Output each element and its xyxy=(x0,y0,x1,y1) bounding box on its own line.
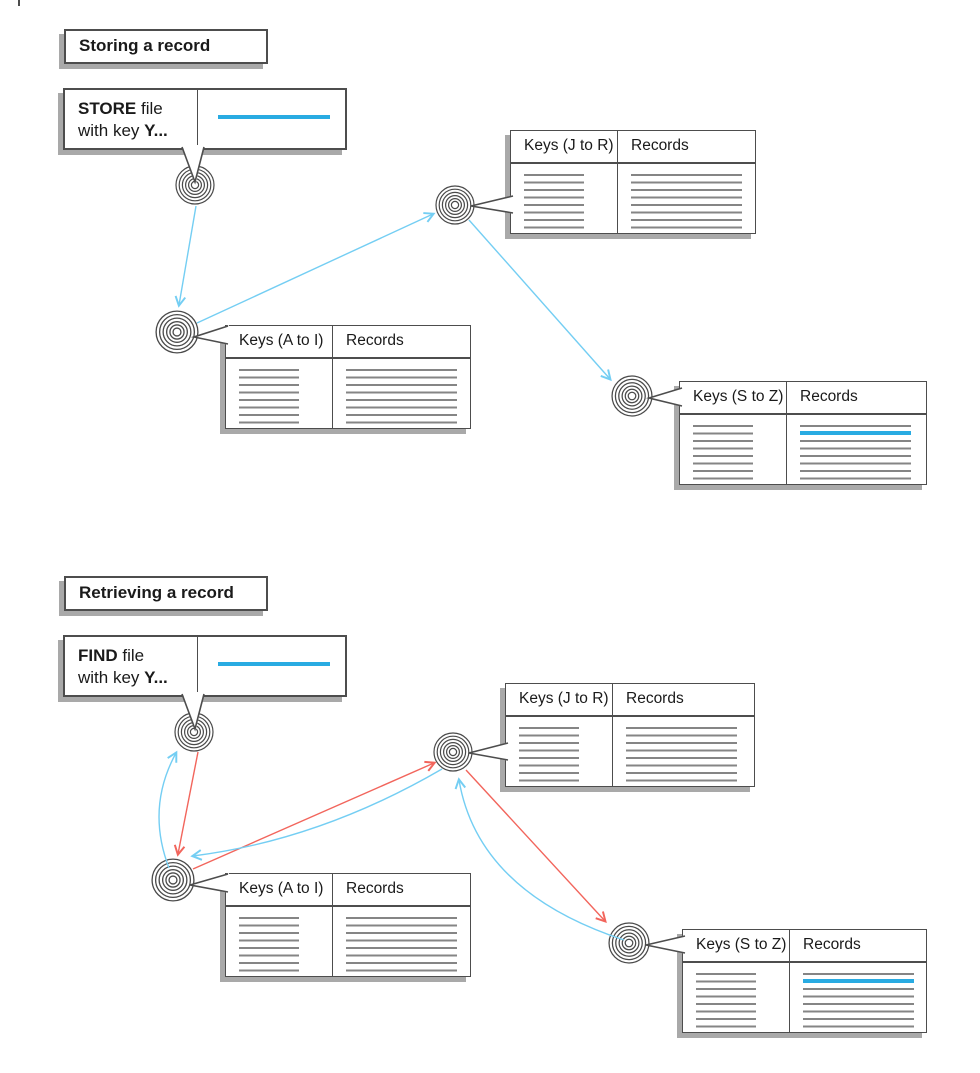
key-value-bar xyxy=(218,115,330,119)
store-key-value: Y... xyxy=(144,121,168,140)
highlighted-found-record xyxy=(803,979,914,983)
node-icon-j-to-r-retrieving xyxy=(433,732,473,772)
store-keyword-suffix: file xyxy=(136,99,163,118)
node-icon-j-to-r-storing xyxy=(435,185,475,225)
find-response-s-z-to-j-r xyxy=(454,777,625,941)
hash-table-s-to-z-storing: Keys (S to Z) Records xyxy=(679,381,927,485)
store-command-box: STORE file with key Y... xyxy=(63,88,347,150)
store-key-prefix: with key xyxy=(78,121,145,140)
section-title-storing: Storing a record xyxy=(64,29,268,64)
keys-column-header: Keys (A to I) xyxy=(226,874,333,905)
records-placeholder-lines xyxy=(346,917,457,973)
find-response-j-r-to-a-i xyxy=(190,768,443,861)
find-keyword-suffix: file xyxy=(117,646,145,665)
store-key-cell xyxy=(198,90,345,148)
find-key-value: Y... xyxy=(144,668,168,687)
find-command-text: FIND file with key Y... xyxy=(65,637,198,695)
node-icon-origin-storing xyxy=(175,165,215,205)
key-value-bar xyxy=(218,662,330,666)
keys-column-header: Keys (A to I) xyxy=(226,326,333,357)
records-column-header: Records xyxy=(631,137,689,154)
table-tail-s-to-z-retrieving xyxy=(645,935,686,954)
find-request-a-i-to-j-r xyxy=(192,760,437,870)
keys-column-header: Keys (J to R) xyxy=(506,684,613,715)
keys-placeholder-lines xyxy=(693,425,753,481)
keys-placeholder-lines xyxy=(524,174,584,230)
store-box-tail xyxy=(181,146,205,185)
node-icon-a-to-i-storing xyxy=(155,310,199,354)
find-key-cell xyxy=(198,637,345,695)
records-placeholder-lines xyxy=(631,174,742,230)
store-hop-a-i-to-j-r xyxy=(196,212,436,324)
keys-placeholder-lines xyxy=(696,973,756,1029)
hash-table-j-to-r-retrieving: Keys (J to R) Records xyxy=(505,683,755,787)
records-column-header: Records xyxy=(803,936,861,953)
keys-placeholder-lines xyxy=(239,917,299,973)
table-tail-j-to-r-retrieving xyxy=(468,742,509,761)
find-request-origin-to-a-i xyxy=(173,751,199,857)
keys-column-header: Keys (S to Z) xyxy=(683,930,790,961)
records-column-header: Records xyxy=(800,388,858,405)
find-command-box: FIND file with key Y... xyxy=(63,635,347,697)
keys-column-header: Keys (J to R) xyxy=(511,131,618,162)
find-keyword: FIND xyxy=(78,646,118,665)
store-command-text: STORE file with key Y... xyxy=(65,90,198,148)
records-column-header: Records xyxy=(346,880,404,897)
hash-table-a-to-i-storing: Keys (A to I) Records xyxy=(225,325,471,429)
find-response-a-i-to-origin xyxy=(158,750,178,869)
records-placeholder-lines xyxy=(346,369,457,425)
keys-placeholder-lines xyxy=(239,369,299,425)
node-icon-s-to-z-retrieving xyxy=(608,922,650,964)
section-title-retrieving: Retrieving a record xyxy=(64,576,268,611)
records-placeholder-lines xyxy=(626,727,737,783)
find-request-j-r-to-s-z xyxy=(465,769,607,924)
store-hop-j-r-to-s-z xyxy=(468,219,612,382)
hash-table-j-to-r-storing: Keys (J to R) Records xyxy=(510,130,756,234)
hash-table-a-to-i-retrieving: Keys (A to I) Records xyxy=(225,873,471,977)
table-tail-a-to-i-retrieving xyxy=(189,873,229,893)
hash-table-s-to-z-retrieving: Keys (S to Z) Records xyxy=(682,929,927,1033)
store-keyword: STORE xyxy=(78,99,137,118)
records-column-header: Records xyxy=(346,332,404,349)
node-icon-origin-retrieving xyxy=(174,712,214,752)
table-tail-j-to-r-storing xyxy=(470,195,514,214)
keys-column-header: Keys (S to Z) xyxy=(680,382,787,413)
page-edge-mark xyxy=(18,0,20,6)
table-tail-s-to-z-storing xyxy=(645,387,683,407)
find-box-tail xyxy=(181,693,205,732)
store-hop-origin-to-a-i xyxy=(174,205,197,308)
keys-placeholder-lines xyxy=(519,727,579,783)
bubble-tails xyxy=(181,145,686,954)
records-column-header: Records xyxy=(626,690,684,707)
table-tail-a-to-i-storing xyxy=(190,325,229,345)
highlighted-stored-record xyxy=(800,431,911,435)
node-icon-a-to-i-retrieving xyxy=(151,858,195,902)
node-icon-s-to-z-storing xyxy=(611,375,653,417)
find-key-prefix: with key xyxy=(78,668,145,687)
